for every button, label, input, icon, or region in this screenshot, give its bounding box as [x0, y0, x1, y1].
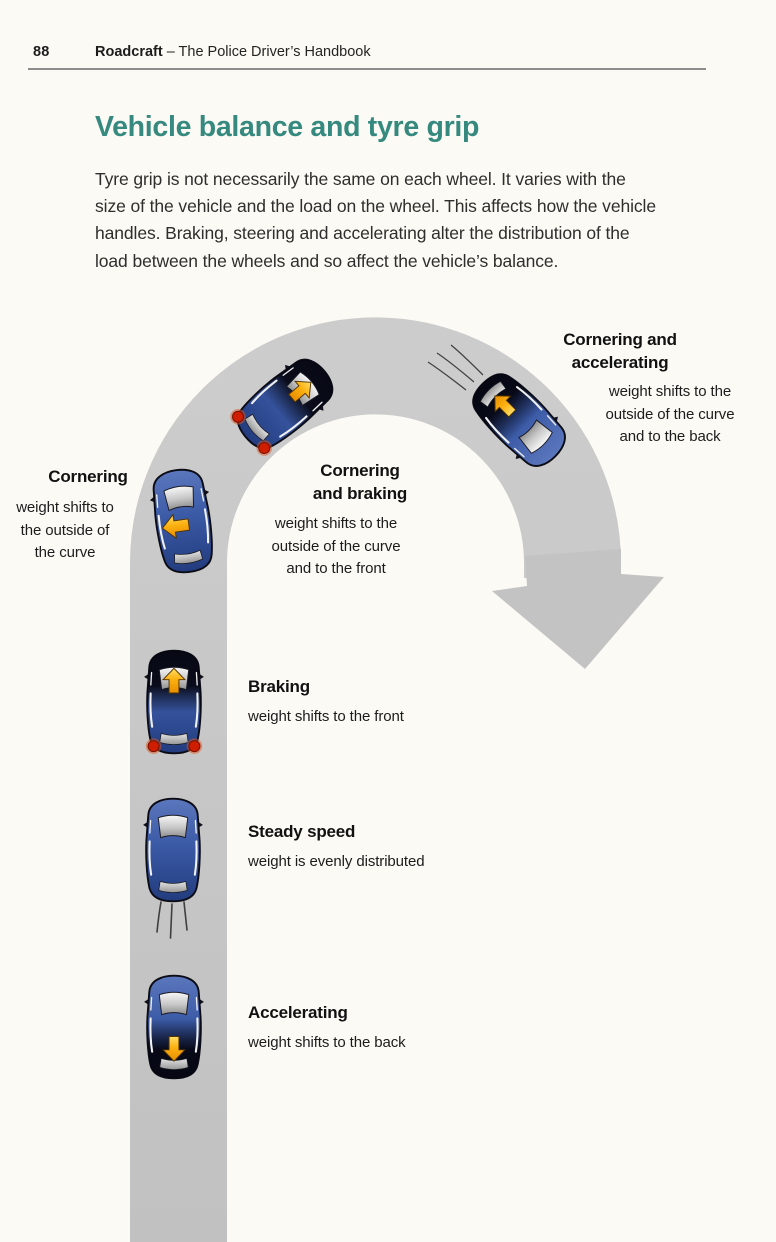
- stage-desc-cornering: weight shifts to the outside of the curv…: [16, 499, 114, 561]
- speed-lines: [156, 901, 188, 939]
- header-divider: [28, 68, 706, 70]
- stage-label-braking: Braking: [248, 677, 310, 696]
- stage-desc-cornering-accelerating: weight shifts to the outside of the curv…: [605, 383, 735, 445]
- stage-label-steady-speed: Steady speed: [248, 822, 356, 841]
- intro-paragraph: Tyre grip is not necessarily the same on…: [95, 169, 656, 271]
- book-title: Roadcraft: [95, 44, 163, 60]
- stage-desc-cornering-braking: weight shifts to the outside of the curv…: [271, 515, 401, 577]
- car-braking: [144, 651, 204, 754]
- page-title: Vehicle balance and tyre grip: [95, 111, 480, 143]
- stage-desc-accelerating: weight shifts to the back: [248, 1034, 406, 1051]
- running-header: Roadcraft– The Police Driver’s Handbook: [95, 44, 371, 60]
- stage-desc-braking: weight shifts to the front: [248, 708, 404, 725]
- stage-desc-steady-speed: weight is evenly distributed: [248, 853, 425, 870]
- stage-label-cornering-braking: Cornering and braking: [312, 461, 408, 503]
- stage-label-accelerating: Accelerating: [248, 1003, 348, 1022]
- book-subtitle: – The Police Driver’s Handbook: [166, 44, 371, 60]
- stage-label-cornering: Cornering: [48, 467, 128, 486]
- stage-label-cornering-accelerating: Cornering and accelerating: [563, 330, 677, 372]
- page-number: 88: [33, 44, 50, 60]
- skid-marks: [427, 344, 484, 391]
- car-accelerating: [144, 976, 204, 1079]
- direction-arrowhead: [492, 549, 664, 669]
- car-steady-speed: [143, 799, 203, 902]
